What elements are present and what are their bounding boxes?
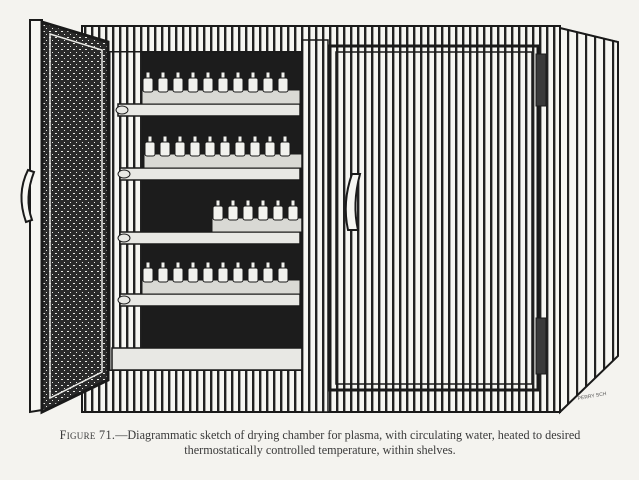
bottle — [257, 205, 269, 221]
bottle-neck — [190, 71, 196, 79]
bottle — [142, 267, 154, 283]
cabinet-side-panel — [559, 26, 619, 415]
shelf-4 — [119, 293, 301, 307]
shelf-1 — [117, 103, 301, 117]
bottle — [187, 77, 199, 93]
bottle-neck — [280, 71, 286, 79]
bottle — [204, 141, 216, 157]
bottle — [247, 77, 259, 93]
bottle-neck — [250, 261, 256, 269]
bottle — [227, 205, 239, 221]
bottle-neck — [282, 135, 288, 143]
bottle — [202, 77, 214, 93]
bottle — [279, 141, 291, 157]
figure-caption: Figure 71.—Diagrammatic sketch of drying… — [20, 428, 620, 458]
bottle — [232, 77, 244, 93]
lower-hinge — [535, 317, 547, 375]
bottle — [262, 77, 274, 93]
bottle — [264, 141, 276, 157]
bottle — [202, 267, 214, 283]
bottle-neck — [252, 135, 258, 143]
bottle-neck — [237, 135, 243, 143]
bottle — [234, 141, 246, 157]
plasma-bottles — [141, 71, 311, 295]
bottle — [249, 141, 261, 157]
caption-text: —Diagrammatic sketch of drying chamber f… — [115, 428, 581, 457]
bottle-neck — [160, 261, 166, 269]
bottle-neck — [235, 71, 241, 79]
bottle-neck — [207, 135, 213, 143]
bottle — [277, 267, 289, 283]
bottle-neck — [215, 199, 221, 207]
bottle-neck — [205, 71, 211, 79]
interior-side-wall — [109, 51, 143, 371]
figure-label: Figure 71. — [59, 428, 116, 442]
bottle — [272, 205, 284, 221]
bottle — [157, 77, 169, 93]
bottle-neck — [250, 71, 256, 79]
bottle-neck — [280, 261, 286, 269]
left-door — [40, 19, 110, 415]
bottle — [242, 205, 254, 221]
bottle-neck — [265, 261, 271, 269]
bottle-neck — [265, 71, 271, 79]
shelf-supports — [115, 105, 131, 305]
left-door-edge — [29, 19, 43, 414]
bottle — [172, 267, 184, 283]
bottle-neck — [160, 71, 166, 79]
bottle-neck — [230, 199, 236, 207]
bottle-neck — [175, 71, 181, 79]
bottle — [217, 267, 229, 283]
bottle-neck — [220, 261, 226, 269]
bottle — [212, 205, 224, 221]
bottle — [187, 267, 199, 283]
bottle-neck — [235, 261, 241, 269]
bottle — [217, 77, 229, 93]
bottle-neck — [220, 71, 226, 79]
bottle-neck — [147, 135, 153, 143]
bottle — [247, 267, 259, 283]
bottle — [174, 141, 186, 157]
upper-hinge — [535, 53, 547, 107]
artist-signature: PERRY SCH — [577, 391, 607, 402]
bottle — [157, 267, 169, 283]
bottle — [159, 141, 171, 157]
shelf-3 — [119, 231, 301, 245]
bottle — [219, 141, 231, 157]
left-door-handle — [20, 168, 36, 224]
bottle-neck — [177, 135, 183, 143]
right-door — [328, 44, 540, 392]
bottle — [287, 205, 299, 221]
bottle-neck — [245, 199, 251, 207]
bottle — [277, 77, 289, 93]
bottle-neck — [222, 135, 228, 143]
bottle-neck — [290, 199, 296, 207]
bottle-neck — [267, 135, 273, 143]
bottle-neck — [260, 199, 266, 207]
bottle-neck — [205, 261, 211, 269]
shelf-2 — [119, 167, 301, 181]
bottle-neck — [190, 261, 196, 269]
bottle — [262, 267, 274, 283]
right-door-inner-frame — [335, 51, 533, 385]
center-post — [301, 39, 329, 413]
drying-chamber-illustration: PERRY SCH — [20, 19, 619, 415]
bottle — [189, 141, 201, 157]
bottle-neck — [175, 261, 181, 269]
bottle-neck — [162, 135, 168, 143]
left-door-inner-panel — [49, 32, 103, 400]
bottle — [232, 267, 244, 283]
bottle — [142, 77, 154, 93]
bottle-neck — [145, 261, 151, 269]
shelf-5 — [111, 347, 303, 371]
bottle-neck — [275, 199, 281, 207]
bottle — [172, 77, 184, 93]
bottle-neck — [192, 135, 198, 143]
bottle-neck — [145, 71, 151, 79]
right-door-handle — [344, 173, 362, 231]
bottle — [144, 141, 156, 157]
